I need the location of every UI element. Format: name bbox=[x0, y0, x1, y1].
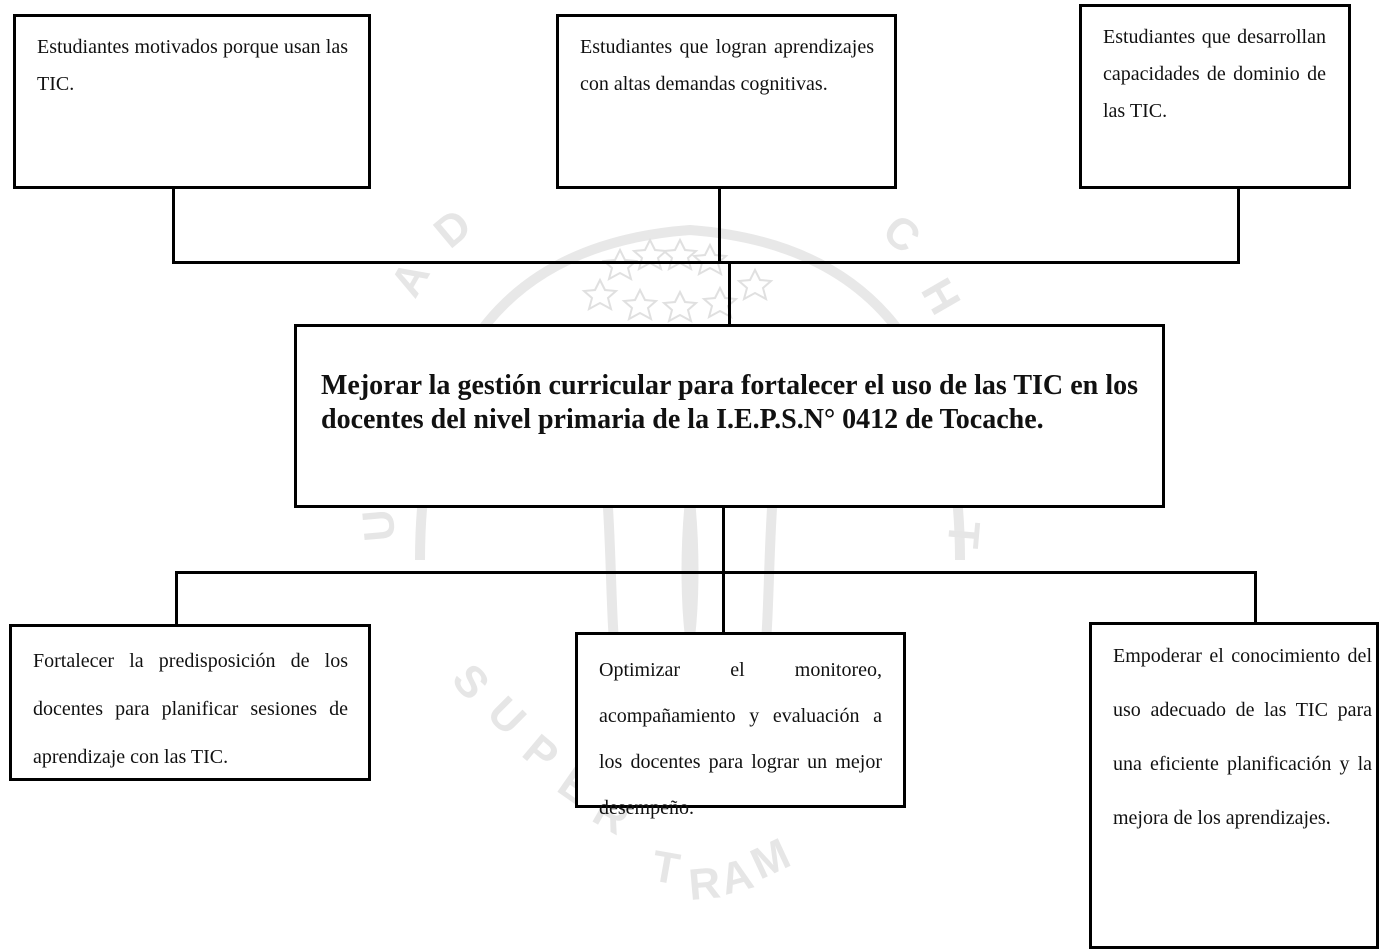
effect-text-3: Estudiantes que desarrollan capacidades … bbox=[1103, 26, 1326, 122]
watermark-letter: U bbox=[353, 507, 405, 543]
effect-box-3: Estudiantes que desarrollan capacidades … bbox=[1079, 4, 1351, 189]
connector-central-to-means bbox=[722, 506, 725, 634]
central-objective-text: Mejorar la gestión curricular para forta… bbox=[321, 370, 1138, 435]
means-box-2: Optimizar el monitoreo, acompañamiento y… bbox=[575, 632, 906, 819]
watermark-letter: T bbox=[938, 519, 989, 550]
effect-box-2: Estudiantes que logran aprendizajes con … bbox=[556, 14, 897, 189]
watermark-letter: C bbox=[874, 205, 930, 263]
watermark-letter: R bbox=[687, 858, 723, 910]
means-text-3: Empoderar el conocimiento del uso adecua… bbox=[1113, 645, 1372, 829]
central-objective-box: Mejorar la gestión curricular para forta… bbox=[294, 324, 1165, 508]
effect-text-1: Estudiantes motivados porque usan las TI… bbox=[37, 36, 348, 95]
connector-means-bus bbox=[175, 571, 1257, 574]
watermark-letter: T bbox=[648, 842, 683, 895]
watermark-letter: S bbox=[442, 655, 498, 709]
connector-effect-2-drop bbox=[718, 188, 721, 264]
means-text-2: Optimizar el monitoreo, acompañamiento y… bbox=[599, 659, 882, 819]
watermark-letter: P bbox=[514, 725, 568, 781]
connector-effects-bus bbox=[172, 261, 1240, 264]
effect-text-2: Estudiantes que logran aprendizajes con … bbox=[580, 36, 874, 95]
watermark-letter: D bbox=[425, 200, 481, 258]
effect-box-1: Estudiantes motivados porque usan las TI… bbox=[13, 14, 371, 189]
means-box-1: Fortalecer la predisposición de los doce… bbox=[9, 624, 371, 781]
watermark-letter: H bbox=[911, 271, 969, 323]
connector-effect-1-drop bbox=[172, 188, 175, 264]
watermark-stars bbox=[581, 237, 774, 324]
means-text-1: Fortalecer la predisposición de los doce… bbox=[33, 650, 348, 768]
connector-effects-to-central bbox=[728, 261, 731, 326]
connector-effect-3-drop bbox=[1237, 188, 1240, 264]
watermark-letter: U bbox=[478, 687, 535, 744]
connector-means-1-drop bbox=[175, 571, 178, 626]
connector-means-3-drop bbox=[1254, 571, 1257, 623]
means-box-3: Empoderar el conocimiento del uso adecua… bbox=[1089, 622, 1379, 949]
